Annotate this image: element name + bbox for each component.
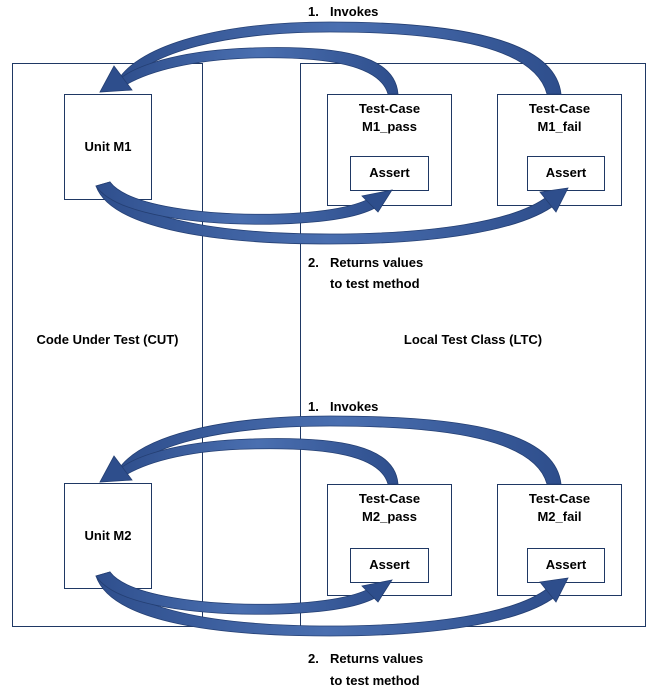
step-text: Returns values bbox=[330, 651, 424, 666]
cut-container bbox=[12, 63, 203, 627]
invokes-label-bottom: 1. Invokes bbox=[308, 398, 378, 416]
step-text: Invokes bbox=[330, 399, 379, 414]
arrow-head-invoke-top bbox=[99, 65, 133, 93]
step-number: 1. bbox=[308, 4, 319, 19]
test-case-m1-fail: Test-Case M1_fail Assert bbox=[497, 94, 622, 206]
unit-m2-label: Unit M2 bbox=[84, 528, 132, 543]
test-case-title: Test-Case bbox=[528, 101, 591, 116]
ltc-label: Local Test Class (LTC) bbox=[403, 332, 543, 347]
test-case-name: M2_pass bbox=[362, 509, 417, 524]
test-case-title: Test-Case bbox=[358, 101, 421, 116]
ltc-container bbox=[300, 63, 646, 627]
arrow-head-return-top-fail bbox=[539, 187, 569, 213]
arrow-head-return-top-pass bbox=[361, 189, 393, 213]
test-case-title: Test-Case bbox=[528, 491, 591, 506]
unit-m1-label: Unit M1 bbox=[84, 139, 132, 154]
step-text: Returns values bbox=[330, 255, 424, 270]
step-number: 1. bbox=[308, 399, 319, 414]
arrow-head-return-bottom-fail bbox=[539, 577, 569, 603]
returns-label-top-line2: to test method bbox=[330, 276, 420, 291]
test-case-m2-fail: Test-Case M2_fail Assert bbox=[497, 484, 622, 596]
step-number: 2. bbox=[308, 651, 319, 666]
assert-label: Assert bbox=[545, 165, 587, 180]
step-number: 2. bbox=[308, 255, 319, 270]
step-text: Invokes bbox=[330, 4, 379, 19]
cut-label: Code Under Test (CUT) bbox=[36, 332, 179, 347]
returns-label-bottom-line2: to test method bbox=[330, 673, 420, 688]
assert-label: Assert bbox=[369, 557, 410, 572]
assert-label: Assert bbox=[369, 165, 410, 180]
returns-label-top: 2. Returns values bbox=[308, 254, 423, 272]
assert-label: Assert bbox=[545, 557, 587, 572]
test-case-m2-pass: Test-Case M2_pass Assert bbox=[327, 484, 452, 596]
arrow-head-invoke-bottom bbox=[99, 455, 133, 483]
returns-label-bottom: 2. Returns values bbox=[308, 650, 423, 668]
test-case-name: M1_fail bbox=[537, 119, 582, 134]
arrow-head-return-bottom-pass bbox=[361, 579, 393, 603]
invokes-label-top: 1. Invokes bbox=[308, 3, 378, 21]
test-case-name: M2_fail bbox=[537, 509, 582, 524]
test-case-title: Test-Case bbox=[358, 491, 421, 506]
test-case-name: M1_pass bbox=[362, 119, 417, 134]
